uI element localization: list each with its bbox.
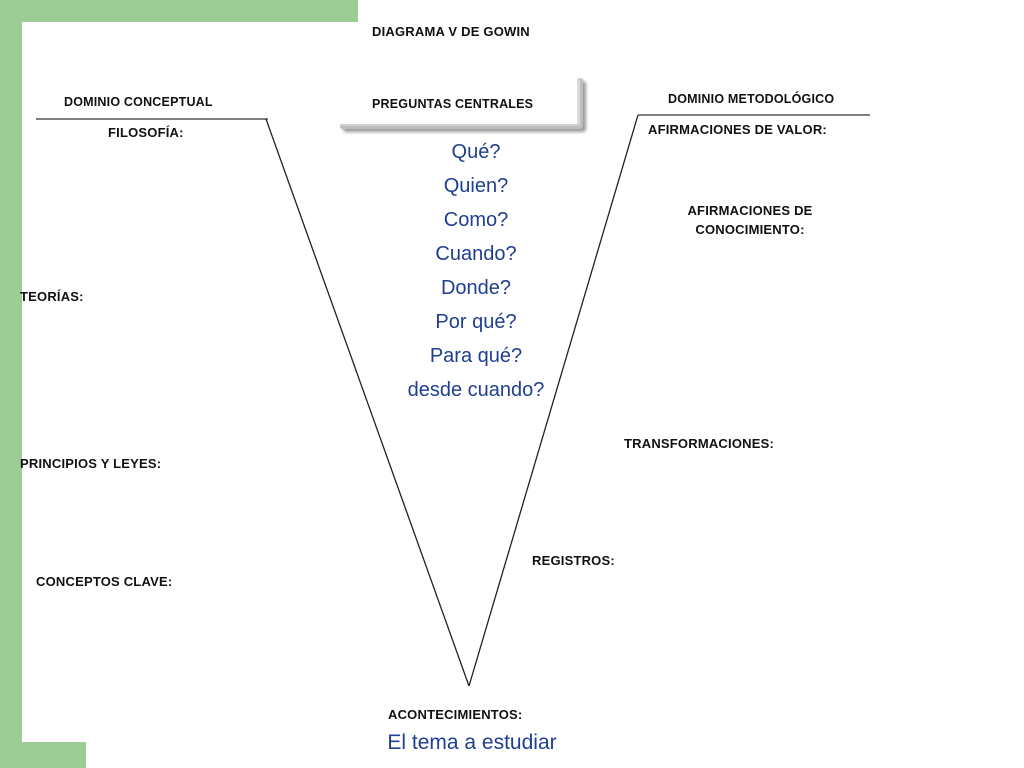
transformations-label: TRANSFORMACIONES:	[624, 436, 775, 451]
topic-text: El tema a estudiar	[387, 731, 557, 754]
green-bottom-block	[0, 742, 86, 768]
question-item: Cuando?	[435, 243, 517, 265]
knowledge-claims-label-line1: AFIRMACIONES DE	[687, 203, 813, 218]
green-left-bar	[0, 0, 22, 768]
v-left-arm	[265, 118, 470, 687]
principles-laws-label: PRINCIPIOS Y LEYES:	[20, 456, 162, 471]
v-right-arm	[468, 114, 639, 687]
methodological-domain-heading: DOMINIO METODOLÓGICO	[668, 92, 835, 106]
key-concepts-label: CONCEPTOS CLAVE:	[36, 574, 173, 589]
question-item: Por qué?	[435, 311, 517, 333]
knowledge-claims-label-line2: CONOCIMIENTO:	[695, 222, 805, 237]
central-questions-list: Qué? Quien? Como? Cuando? Donde? Por qué…	[376, 135, 576, 407]
theories-label: TEORÍAS:	[20, 289, 84, 304]
question-item: Como?	[443, 209, 509, 231]
green-top-bar	[0, 0, 358, 22]
question-item: Donde?	[440, 277, 512, 299]
question-item: Qué?	[451, 141, 501, 163]
question-item: desde cuando?	[407, 379, 545, 401]
central-questions-heading: PREGUNTAS CENTRALES	[372, 97, 534, 111]
diagram-title: DIAGRAMA V DE GOWIN	[372, 24, 530, 39]
events-label: ACONTECIMIENTOS:	[388, 707, 523, 722]
value-claims-label: AFIRMACIONES DE VALOR:	[648, 122, 827, 137]
records-label: REGISTROS:	[532, 553, 615, 568]
philosophy-label: FILOSOFÍA:	[108, 125, 184, 140]
question-item: Para qué?	[429, 345, 523, 367]
question-item: Quien?	[443, 175, 509, 197]
conceptual-domain-heading: DOMINIO CONCEPTUAL	[64, 95, 213, 109]
central-questions-box	[340, 78, 583, 129]
